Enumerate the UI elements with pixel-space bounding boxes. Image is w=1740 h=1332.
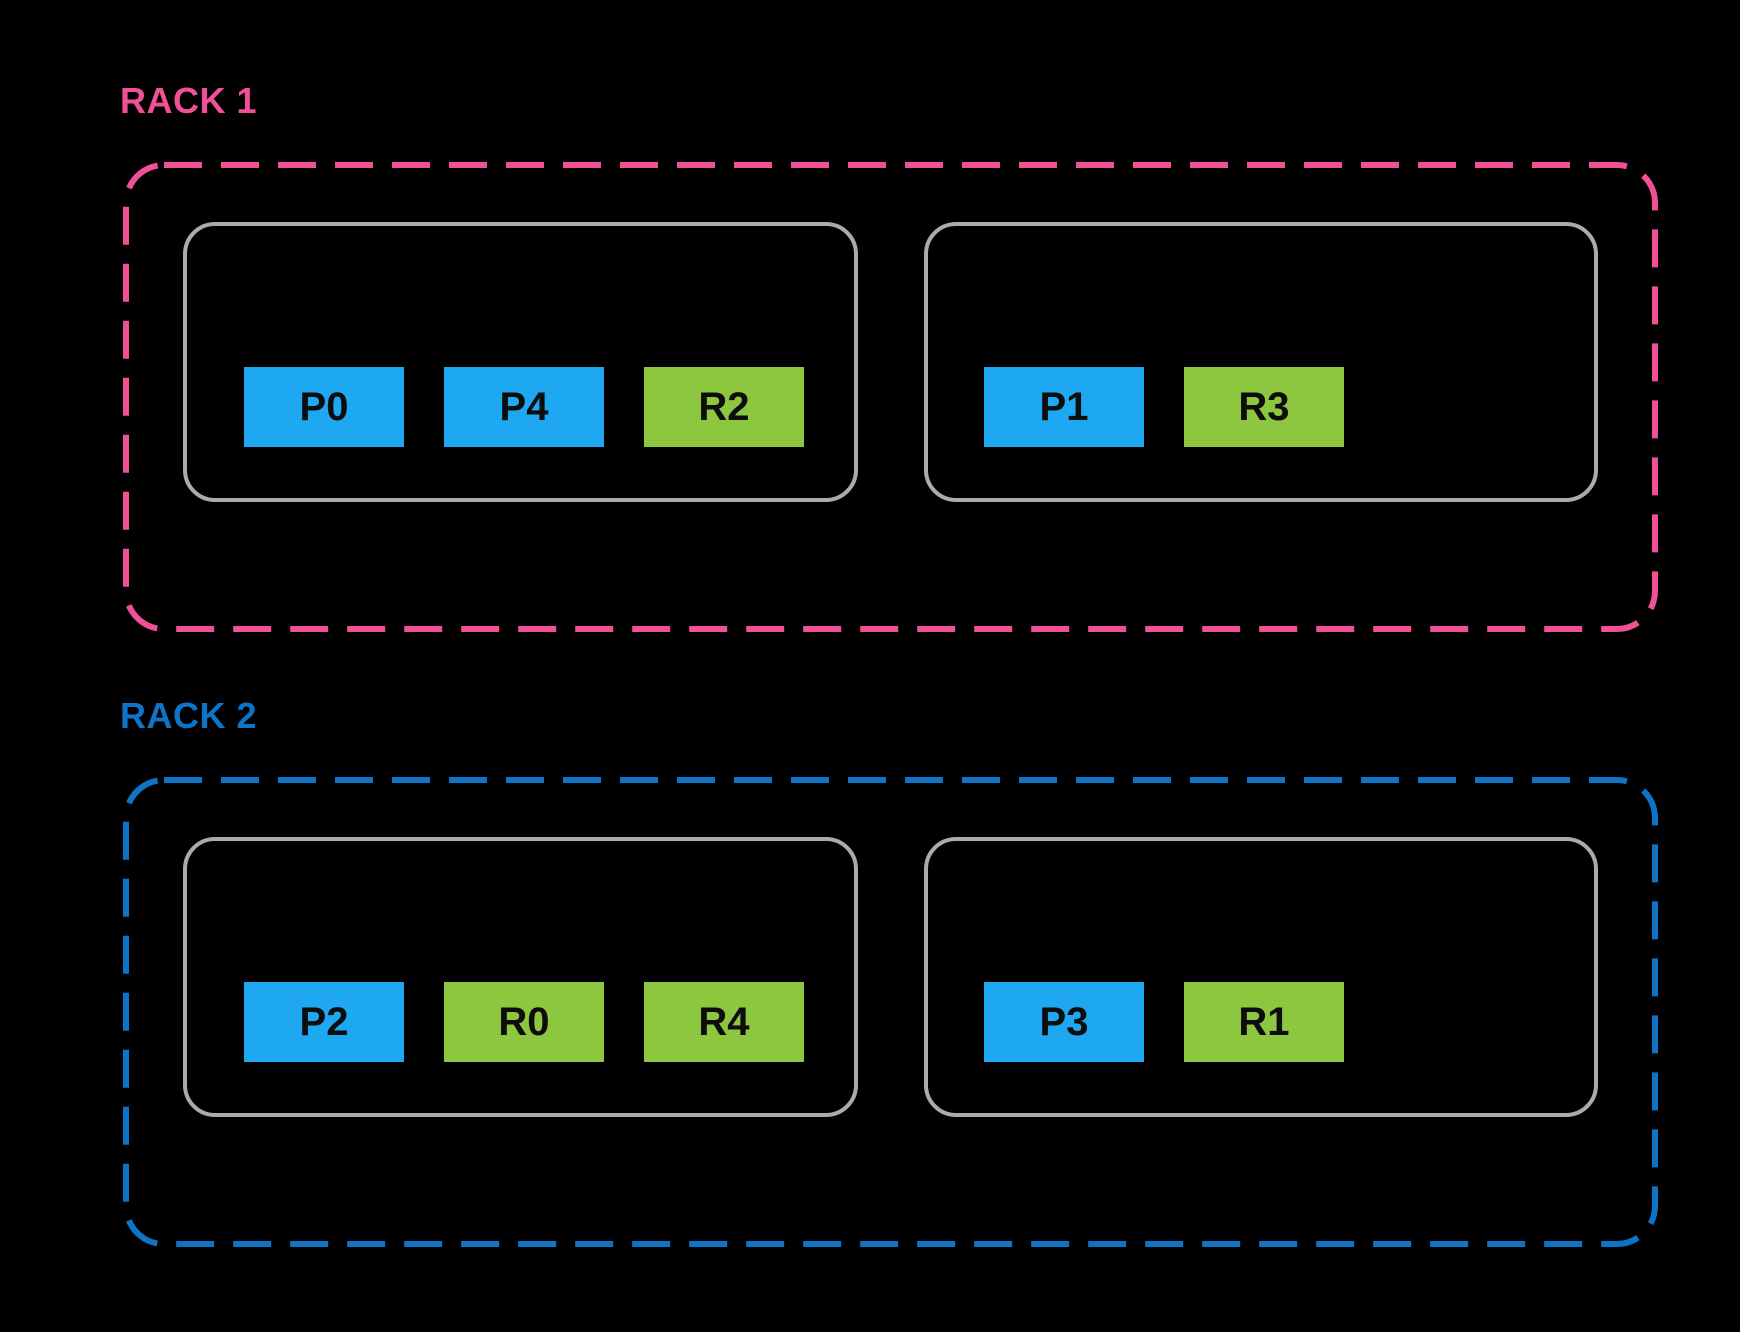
block-r2: R2 bbox=[644, 367, 804, 447]
rack-2-container: P2 R0 R4 P3 R1 bbox=[123, 777, 1658, 1247]
block-p1: P1 bbox=[984, 367, 1144, 447]
block-p3: P3 bbox=[984, 982, 1144, 1062]
rack-2-label: RACK 2 bbox=[120, 695, 258, 736]
rack-1-node-2: P1 R3 bbox=[924, 222, 1598, 502]
block-r0: R0 bbox=[444, 982, 604, 1062]
rack-1-dashed-border bbox=[123, 162, 1658, 632]
block-p2: P2 bbox=[244, 982, 404, 1062]
block-p4: P4 bbox=[444, 367, 604, 447]
rack-2-dashed-border bbox=[123, 777, 1658, 1247]
rack-1-node-1: P0 P4 R2 bbox=[183, 222, 858, 502]
block-p0: P0 bbox=[244, 367, 404, 447]
block-r4: R4 bbox=[644, 982, 804, 1062]
rack-1-container: P0 P4 R2 P1 R3 bbox=[123, 162, 1658, 632]
rack-2-node-1: P2 R0 R4 bbox=[183, 837, 858, 1117]
block-r1: R1 bbox=[1184, 982, 1344, 1062]
rack-1-label: RACK 1 bbox=[120, 80, 258, 121]
block-r3: R3 bbox=[1184, 367, 1344, 447]
rack-2-node-2: P3 R1 bbox=[924, 837, 1598, 1117]
